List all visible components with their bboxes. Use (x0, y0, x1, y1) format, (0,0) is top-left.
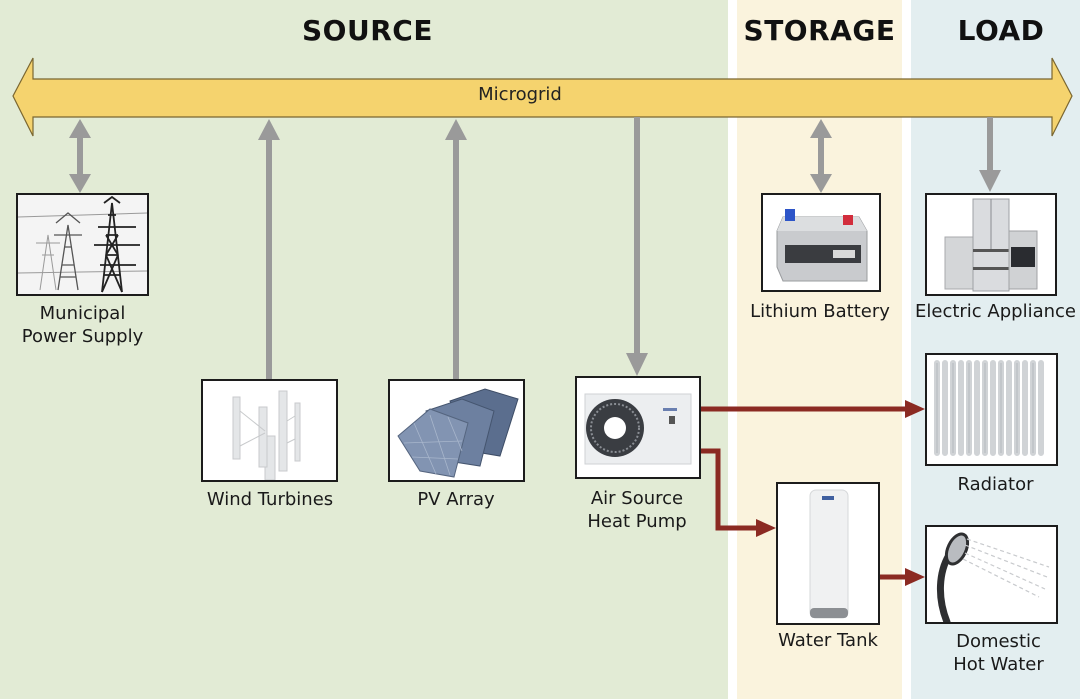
municipal-label-line1: Municipal (39, 303, 126, 324)
municipal-power-label: Municipal Power Supply (0, 302, 165, 348)
pv-array-label: PV Array (417, 489, 495, 510)
wind-turbines-label: Wind Turbines (206, 489, 334, 510)
heat-pump-label-line1: Air Source (590, 488, 684, 509)
battery-icon (763, 195, 879, 290)
radiator-label: Radiator (957, 474, 1034, 495)
source-title: SOURCE (302, 14, 433, 47)
heat-flow-hotwater-arrow (880, 568, 925, 586)
water-tank-label: Water Tank (778, 630, 878, 651)
lithium-battery-node (761, 193, 881, 292)
heat-pump-icon (577, 378, 699, 477)
power-tower-icon (18, 195, 147, 294)
heat-flow-radiator-arrow (700, 400, 925, 418)
wind-link-arrow (258, 119, 280, 380)
heat-pump-label-line2: Heat Pump (587, 511, 687, 532)
municipal-power-node (16, 193, 149, 296)
water-tank-node (776, 482, 880, 625)
appliance-link-arrow (979, 117, 1001, 192)
load-title: LOAD (957, 14, 1045, 47)
electric-appliance-node (925, 193, 1057, 296)
microgrid-label: Microgrid (478, 84, 562, 105)
heat-flow-watertank-arrow (700, 448, 776, 537)
water-tank-icon (778, 484, 878, 623)
heat-pump-label: Air Source Heat Pump (557, 487, 717, 533)
pv-link-arrow (445, 119, 467, 380)
pv-array-node (388, 379, 525, 482)
electric-appliance-label: Electric Appliance (915, 301, 1076, 322)
domestic-hot-water-label: Domestic Hot Water (911, 630, 1080, 676)
solar-panel-icon (390, 381, 523, 480)
radiator-icon (927, 355, 1056, 464)
municipal-label-line2: Power Supply (21, 326, 144, 347)
appliance-icon (927, 195, 1055, 294)
storage-title: STORAGE (743, 14, 896, 47)
domestic-hot-water-node (925, 525, 1058, 624)
radiator-node (925, 353, 1058, 466)
municipal-link-arrow (69, 119, 91, 193)
microgrid-bus-arrow (12, 57, 1073, 137)
battery-link-arrow (810, 119, 832, 193)
heatpump-link-arrow (626, 117, 648, 376)
hot-water-label-line2: Hot Water (953, 654, 1044, 675)
shower-icon (927, 527, 1056, 622)
wind-turbine-icon (203, 381, 336, 480)
lithium-battery-label: Lithium Battery (750, 301, 890, 322)
wind-turbines-node (201, 379, 338, 482)
heat-pump-node (575, 376, 701, 479)
hot-water-label-line1: Domestic (956, 631, 1041, 652)
